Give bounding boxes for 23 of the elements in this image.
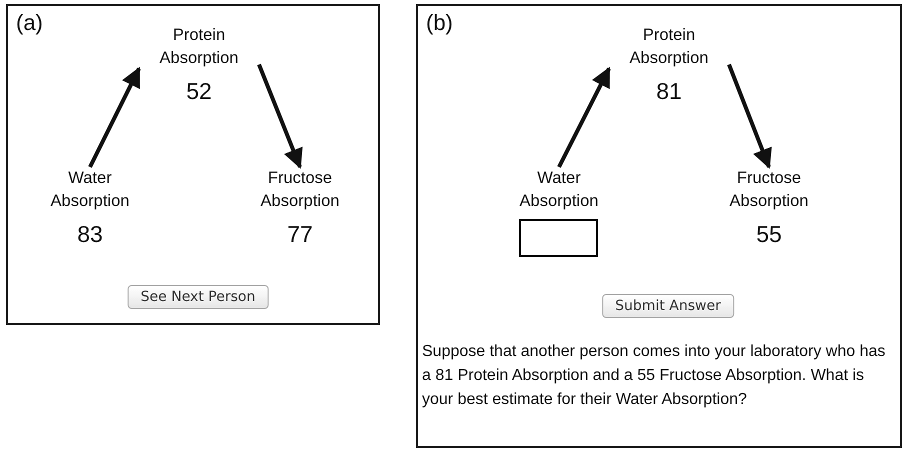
variable-value: 81 — [655, 78, 683, 105]
panel-frame — [6, 4, 380, 325]
arrow — [727, 64, 772, 169]
question-text: Suppose that another person comes into your laboratory who has a 81 Protein Absorption and a 55 Fructose Absorption. What is your best estimate for their Water Absorption? — [422, 342, 886, 410]
variable-name: Fructose Absorption — [260, 168, 340, 212]
variable-value: 52 — [185, 78, 213, 105]
variable-value: 55 — [755, 221, 783, 248]
panel-label: (a) — [16, 10, 43, 36]
variable-name: Protein Absorption — [158, 25, 240, 69]
answer-box — [519, 219, 598, 257]
see-next-person-button: See Next Person — [128, 285, 268, 309]
variable-name: Protein Absorption — [628, 25, 710, 69]
panel-frame — [416, 4, 902, 448]
variable-name: Fructose Absorption — [728, 168, 810, 212]
variable-name: Water Absorption — [50, 168, 130, 212]
arrow — [88, 66, 141, 168]
variable-value: 83 — [76, 221, 104, 248]
variable-value: 77 — [286, 221, 314, 248]
arrow — [557, 66, 611, 168]
arrow — [257, 64, 303, 169]
panel-label: (b) — [426, 10, 453, 36]
variable-name: Water Absorption — [518, 168, 600, 212]
submit-answer-button: Submit Answer — [602, 294, 734, 318]
